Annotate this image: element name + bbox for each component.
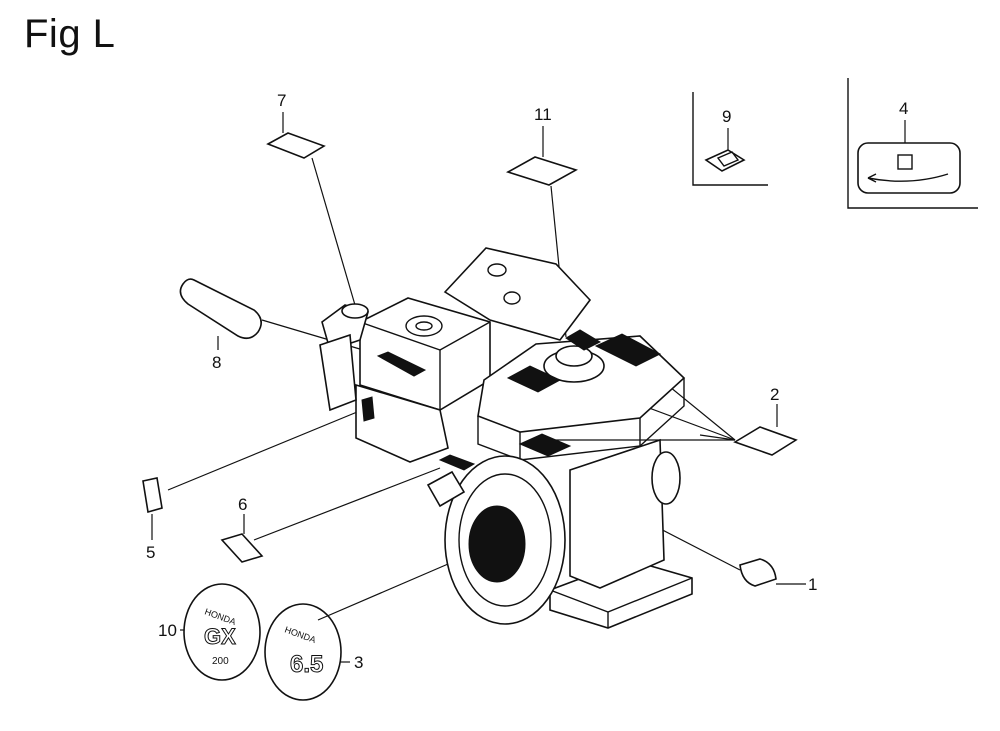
figure-title: Fig L — [24, 12, 116, 56]
callout-9: 9 — [722, 107, 731, 126]
callout-1: 1 — [808, 575, 817, 594]
part-10-emblem: HONDA GX 200 — [180, 583, 261, 681]
callout-5: 5 — [146, 543, 155, 562]
callout-10: 10 — [158, 621, 177, 640]
callout-11: 11 — [534, 105, 552, 124]
callout-2: 2 — [770, 385, 779, 404]
part-7-decal — [266, 112, 356, 306]
inset-frame-4 — [847, 78, 978, 209]
callout-3: 3 — [354, 653, 363, 672]
svg-text:200: 200 — [212, 656, 229, 667]
callout-7: 7 — [277, 91, 286, 110]
part-4-label-icon — [857, 120, 961, 194]
part-3-emblem: HONDA 6.5 — [264, 557, 463, 701]
svg-text:GX: GX — [204, 624, 236, 649]
inset-frame-9 — [692, 92, 768, 186]
callout-8: 8 — [212, 353, 221, 372]
part-9-label-icon — [704, 128, 746, 172]
part-5-decal — [142, 409, 363, 540]
part-6-decal — [220, 467, 441, 563]
callout-4: 4 — [899, 99, 908, 118]
engine-body — [319, 247, 693, 629]
callout-6: 6 — [238, 495, 247, 514]
svg-text:6.5: 6.5 — [290, 651, 323, 678]
